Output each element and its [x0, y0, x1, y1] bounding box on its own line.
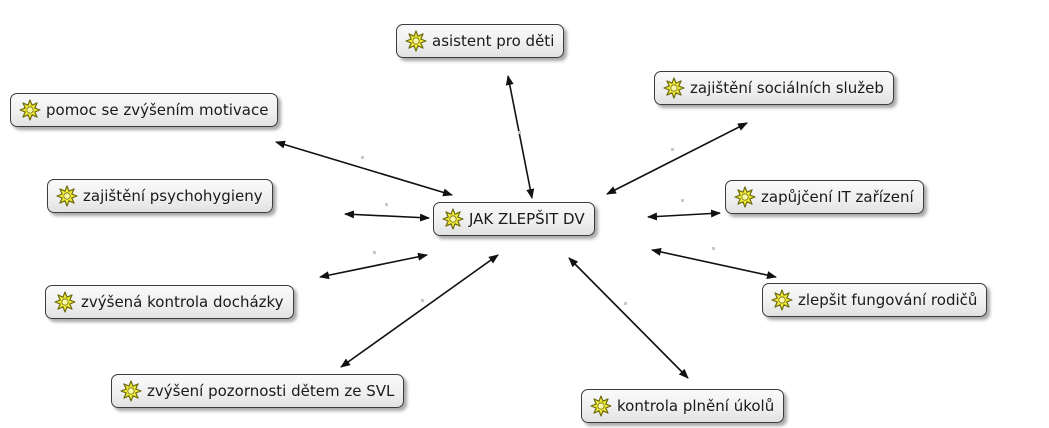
node-label: pomoc se zvýšením motivace	[46, 101, 269, 119]
node-label: kontrola plnění úkolů	[617, 397, 775, 415]
idea-sparkle-icon	[120, 380, 142, 402]
idea-sparkle-icon	[54, 291, 76, 313]
link-ukoly	[568, 257, 689, 379]
link-dot	[624, 302, 627, 305]
idea-sparkle-icon	[771, 289, 793, 311]
idea-sparkle-icon	[56, 185, 78, 207]
idea-sparkle-icon	[19, 99, 41, 121]
link-pozornost	[340, 254, 499, 368]
central-label: JAK ZLEPŠIT DV	[469, 210, 585, 228]
node-label: zlepšit fungování rodičů	[798, 291, 978, 309]
node-motivace[interactable]: pomoc se zvýšením motivace	[10, 93, 279, 127]
link-dot	[681, 199, 684, 202]
node-rodice[interactable]: zlepšit fungování rodičů	[762, 283, 988, 317]
link-motivace	[275, 140, 453, 197]
node-label: zapůjčení IT zařízení	[761, 188, 914, 206]
link-dot	[385, 203, 388, 206]
node-label: zajištění psychohygieny	[83, 187, 263, 205]
idea-sparkle-icon	[405, 30, 427, 52]
link-dochazka	[319, 252, 428, 280]
idea-sparkle-icon	[442, 208, 464, 230]
link-dot	[421, 299, 424, 302]
link-dot	[671, 148, 674, 151]
idea-sparkle-icon	[663, 77, 685, 99]
link-rodice	[651, 248, 777, 279]
link-it	[647, 209, 721, 221]
link-dot	[361, 156, 364, 159]
link-dot	[518, 131, 521, 134]
node-ukoly[interactable]: kontrola plnění úkolů	[581, 389, 785, 423]
link-dot	[712, 247, 715, 250]
node-label: zajištění sociálních služeb	[690, 79, 884, 97]
node-central[interactable]: JAK ZLEPŠIT DV	[433, 202, 595, 236]
link-psychohygiena	[344, 210, 430, 222]
node-label: asistent pro děti	[432, 32, 555, 50]
link-asistent	[505, 75, 535, 199]
link-socialni	[606, 122, 748, 195]
node-label: zvýšená kontrola docházky	[81, 293, 284, 311]
idea-sparkle-icon	[734, 186, 756, 208]
idea-sparkle-icon	[590, 395, 612, 417]
node-psychohygiena[interactable]: zajištění psychohygieny	[47, 179, 273, 213]
node-socialni[interactable]: zajištění sociálních služeb	[654, 71, 894, 105]
node-it[interactable]: zapůjčení IT zařízení	[725, 180, 924, 214]
node-pozornost[interactable]: zvýšení pozornosti dětem ze SVL	[111, 374, 405, 408]
node-asistent[interactable]: asistent pro děti	[396, 24, 565, 58]
link-dot	[373, 251, 376, 254]
node-label: zvýšení pozornosti dětem ze SVL	[147, 382, 395, 400]
node-dochazka[interactable]: zvýšená kontrola docházky	[45, 285, 294, 319]
